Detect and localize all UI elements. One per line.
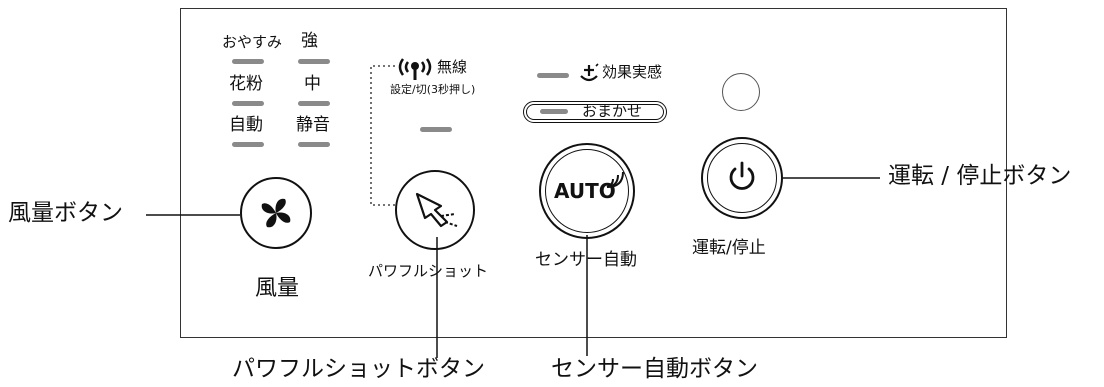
callout-power-button: 運転 / 停止ボタン <box>888 163 1072 189</box>
fan-button[interactable] <box>240 177 312 249</box>
mode-label-jidou: 自動 <box>229 115 263 135</box>
led-jidou <box>232 142 264 147</box>
led-kyou <box>298 59 330 64</box>
indicator-light <box>722 73 760 111</box>
mode-label-kyou: 強 <box>301 31 318 51</box>
power-button[interactable] <box>701 137 783 219</box>
led-oyasumi <box>232 59 264 64</box>
auto-symbol: AUTO <box>554 179 616 203</box>
led-kafun <box>232 101 264 106</box>
mode-label-chuu: 中 <box>304 74 321 94</box>
sensor-auto-button[interactable]: AUTO <box>539 143 635 239</box>
wireless-subtitle: 設定/切(3秒押し) <box>390 83 476 96</box>
mode-label-oyasumi: おやすみ <box>222 33 283 51</box>
callout-powershot-button: パワフルショットボタン <box>232 356 485 382</box>
callout-sensor-button: センサー自動ボタン <box>551 356 758 382</box>
led-chuu <box>298 101 330 106</box>
powershot-button-label: パワフルショット <box>368 262 489 280</box>
effect-label: 効果実感 <box>602 63 663 81</box>
mode-label-kafun: 花粉 <box>229 74 263 94</box>
wireless-title: 無線 <box>437 58 468 76</box>
callout-fan-button: 風量ボタン <box>8 200 123 226</box>
omakase-indicator: おまかせ <box>523 101 667 123</box>
led-seion <box>298 142 330 147</box>
led-wireless <box>420 127 452 132</box>
powershot-button[interactable] <box>395 170 475 250</box>
fan-icon <box>258 195 294 235</box>
led-effect <box>537 73 569 78</box>
power-button-label: 運転/停止 <box>692 238 766 258</box>
fan-button-label: 風量 <box>255 276 300 301</box>
power-icon <box>726 160 758 198</box>
sensor-wave-icon <box>605 171 625 193</box>
omakase-label: おまかせ <box>582 102 643 120</box>
wireless-icon <box>395 56 435 86</box>
led-omakase <box>540 109 568 114</box>
powershot-arrow-icon <box>411 186 461 240</box>
effect-icon <box>577 62 601 90</box>
mode-label-seion: 静音 <box>296 115 330 135</box>
sensor-auto-button-label: センサー自動 <box>535 250 637 270</box>
